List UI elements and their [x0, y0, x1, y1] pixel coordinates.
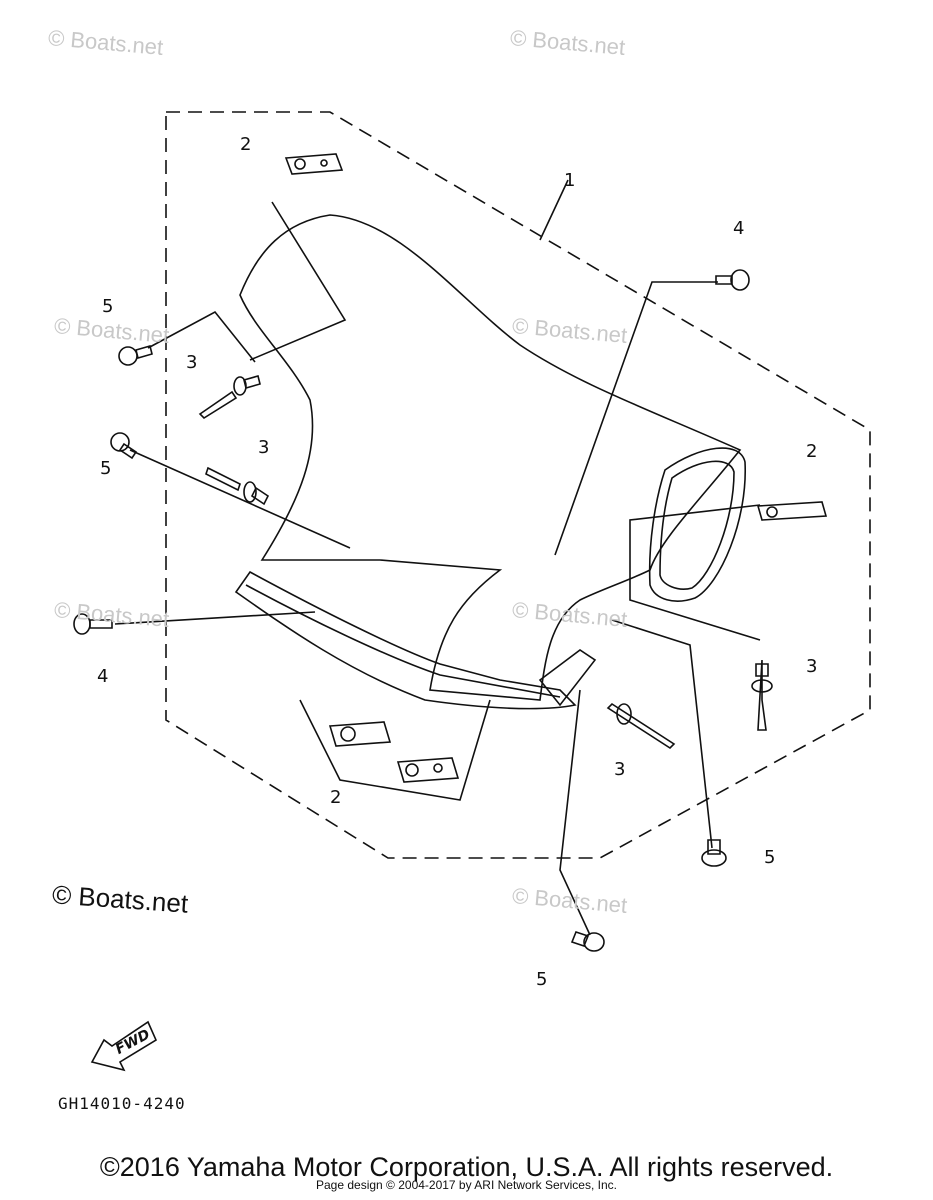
leader-5-left — [147, 310, 256, 363]
callout-label: 3 — [258, 437, 270, 458]
leader-5-left2 — [129, 449, 351, 549]
rivet-icon — [751, 659, 773, 731]
screw-icon — [570, 931, 605, 952]
bracket-icon — [328, 721, 392, 747]
bracket-icon — [396, 757, 460, 783]
callout-label: 5 — [102, 296, 114, 317]
copyright-notice: ©2016 Yamaha Motor Corporation, U.S.A. A… — [99, 1152, 834, 1182]
callout-label: 2 — [240, 134, 252, 155]
cover-body — [239, 214, 742, 701]
cover-opening — [648, 447, 746, 602]
bracket-icon — [284, 153, 344, 175]
cover-opening-inner — [659, 460, 735, 590]
leader-2-bottom — [299, 699, 491, 801]
leader-2-top — [249, 201, 347, 361]
screw-icon — [110, 432, 138, 460]
leader-5-bottom — [559, 689, 591, 936]
screw-icon — [118, 345, 153, 366]
rivet-icon — [198, 375, 261, 420]
page-design-credit: Page design © 2004-2017 by ARI Network S… — [315, 1178, 617, 1192]
callout-label: 3 — [186, 352, 198, 373]
screw-icon — [715, 269, 750, 291]
flange-strip-outer — [234, 570, 577, 710]
callout-label: 3 — [806, 656, 818, 677]
callout-label: 5 — [536, 969, 548, 990]
leader-4-right — [554, 281, 718, 556]
fwd-arrow-icon — [90, 1020, 158, 1072]
screw-icon — [73, 613, 113, 635]
leader-2-right — [629, 504, 761, 641]
callout-label: 4 — [97, 666, 109, 687]
drawing-code: GH14010-4240 — [58, 1094, 186, 1113]
callout-label: 2 — [806, 441, 818, 462]
flange-strip-line — [245, 584, 561, 698]
rivet-icon — [205, 466, 270, 506]
rivet-icon — [606, 702, 676, 750]
leader-3-right — [611, 619, 713, 849]
bracket-icon — [756, 501, 828, 521]
leader-4-left — [114, 611, 316, 625]
callout-label: 2 — [330, 787, 342, 808]
callout-label: 4 — [733, 218, 745, 239]
callout-label: 3 — [614, 759, 626, 780]
leader-1 — [539, 179, 569, 241]
assembly-boundary — [165, 111, 871, 859]
callout-label: 5 — [764, 847, 776, 868]
screw-icon — [701, 839, 727, 867]
callout-label: 5 — [100, 458, 112, 479]
flange-strip-right — [538, 649, 597, 707]
callout-label: 1 — [564, 170, 576, 191]
